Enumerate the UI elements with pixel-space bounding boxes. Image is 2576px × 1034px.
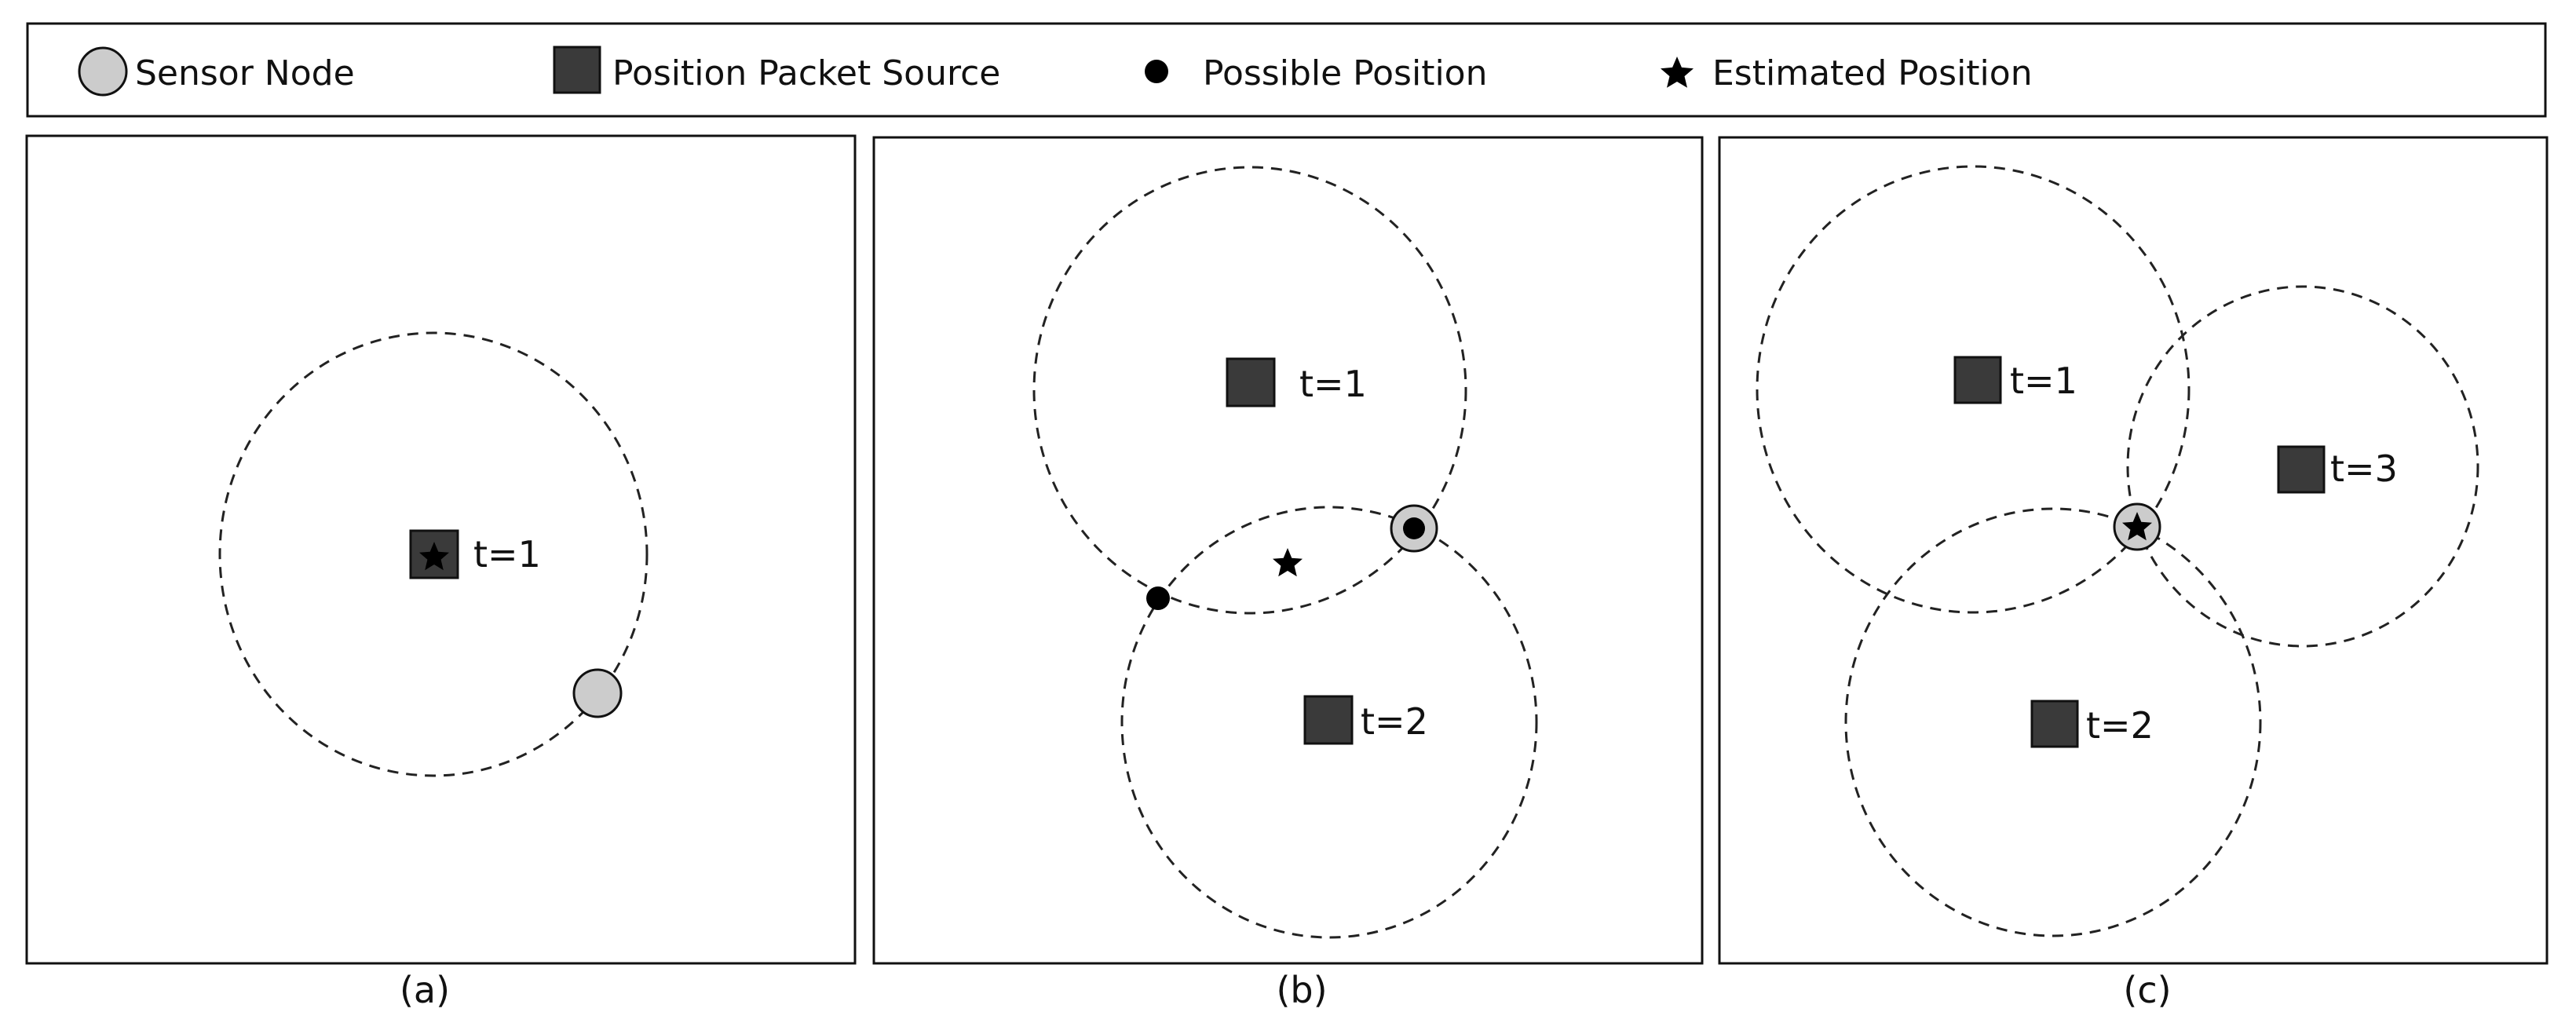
possible-position-dot <box>1403 517 1425 539</box>
sensor-node <box>572 668 623 718</box>
panel-caption: (c) <box>2123 969 2171 1011</box>
packet-source-label-t2: t=2 <box>1361 700 1428 743</box>
panel-caption: (b) <box>1276 969 1327 1011</box>
range-circle-t1 <box>1756 165 2191 614</box>
packet-source-square-t2 <box>1303 695 1354 745</box>
estimated-position-star <box>2122 512 2152 541</box>
legend-packet-source-label: Position Packet Source <box>612 53 1000 93</box>
packet-source-square-t1 <box>1953 356 2002 404</box>
packet-source-label: t=1 <box>473 533 541 575</box>
panel-caption: (a) <box>400 969 450 1011</box>
legend-packet-source-icon <box>553 46 601 94</box>
legend-sensor-node-label: Sensor Node <box>135 53 355 93</box>
packet-source-label-t2: t=2 <box>2086 704 2154 747</box>
range-circle-t3 <box>2126 285 2479 648</box>
packet-source-square-t1 <box>1226 357 1276 407</box>
estimated-position-star <box>419 542 449 571</box>
legend-estimated-position-label: Estimated Position <box>1712 53 2033 93</box>
packet-source-label-t1: t=1 <box>1299 363 1367 405</box>
packet-source-square-t2 <box>2030 700 2079 748</box>
range-circle-t2 <box>1844 507 2262 937</box>
estimated-position-star <box>1273 548 1303 577</box>
legend-sensor-node-icon <box>78 46 128 97</box>
range-circle-t2 <box>1120 506 1538 939</box>
panel-a: t=1 (a) <box>25 134 857 1011</box>
range-circle-t1 <box>1032 166 1467 615</box>
possible-position-dot <box>1146 586 1170 610</box>
packet-source-square-t3 <box>2277 445 2326 494</box>
range-circle <box>218 331 649 777</box>
panel-c: t=1 t=2 t=3 (c) <box>1718 136 2549 1011</box>
legend: Sensor Node Position Packet Source Possi… <box>26 22 2547 118</box>
packet-source-label-t3: t=3 <box>2330 448 2398 490</box>
legend-frame <box>26 22 2547 118</box>
legend-estimated-position-icon <box>1661 57 1694 88</box>
legend-possible-position-icon <box>1145 60 1168 83</box>
panel-b: t=1 t=2 (b) <box>872 136 1704 1011</box>
panel-frame <box>1718 136 2549 965</box>
panel-frame <box>872 136 1704 965</box>
packet-source-label-t1: t=1 <box>2010 360 2077 402</box>
legend-possible-position-label: Possible Position <box>1203 53 1487 93</box>
panel-frame <box>25 134 857 965</box>
